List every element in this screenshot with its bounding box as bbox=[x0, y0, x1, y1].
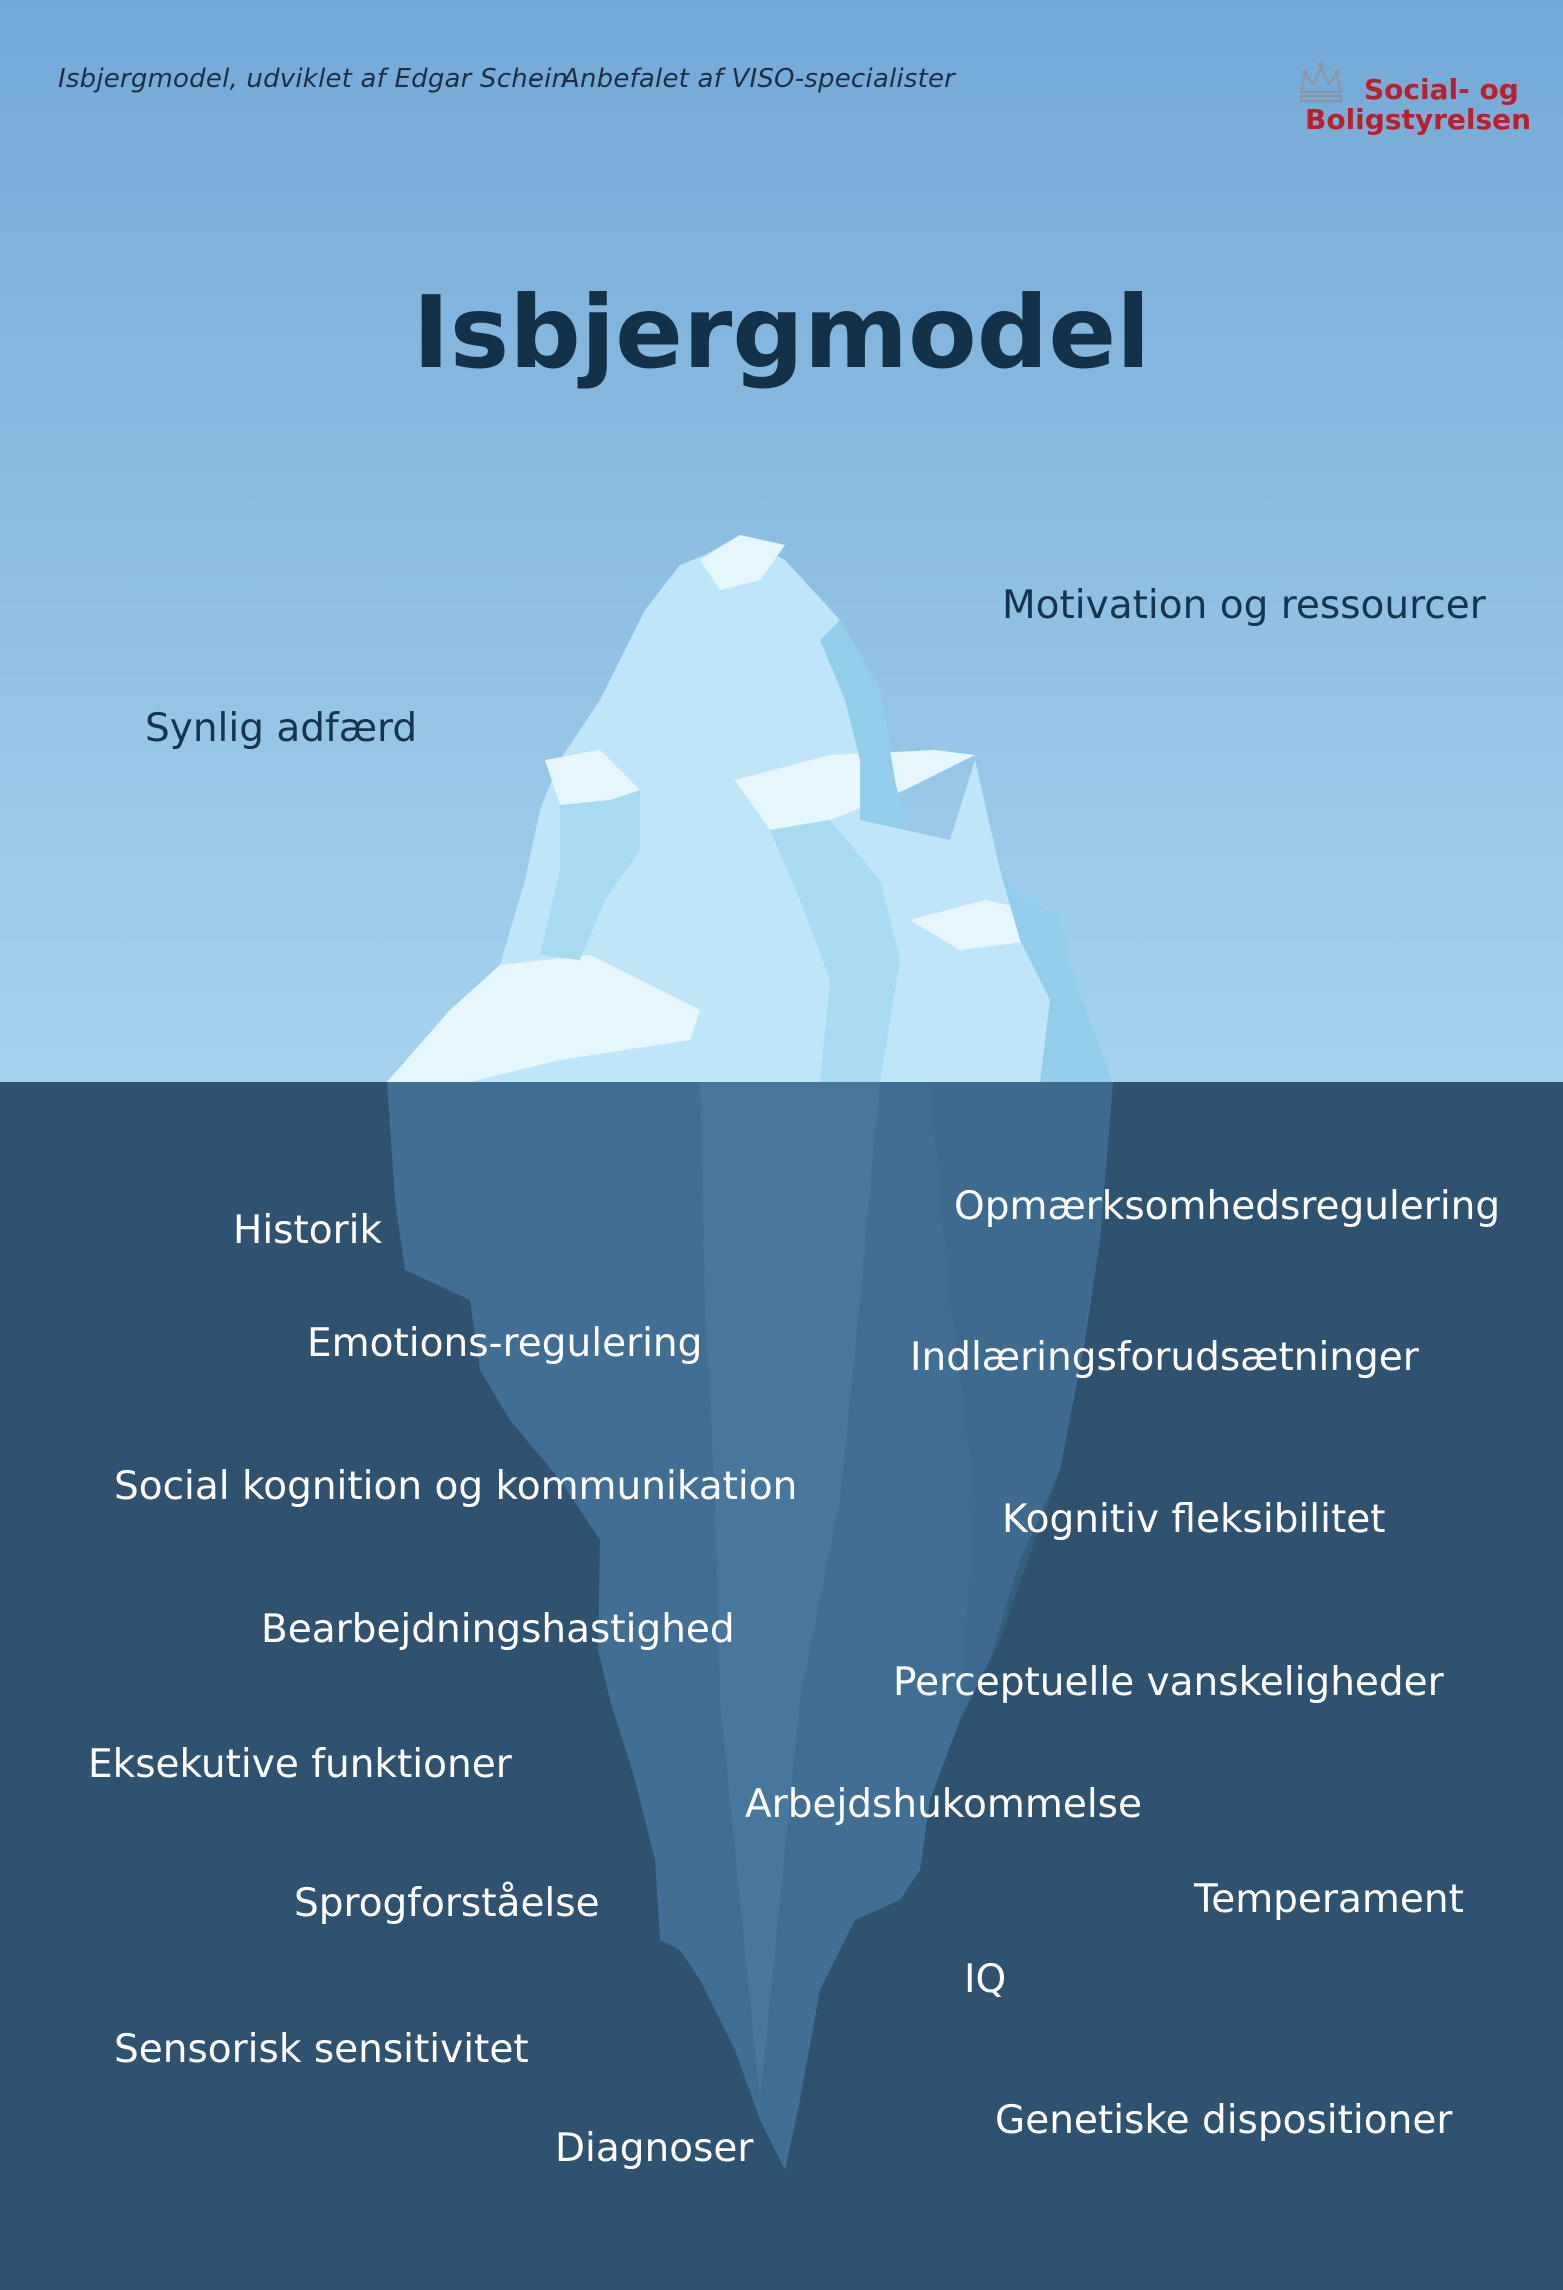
label-perceptuelle-vanskeligheder: Perceptuelle vanskeligheder bbox=[893, 1660, 1444, 1705]
label-temperament: Temperament bbox=[1194, 1877, 1464, 1922]
label-historik: Historik bbox=[233, 1208, 383, 1253]
label-arbejdshukommelse: Arbejdshukommelse bbox=[745, 1782, 1142, 1827]
label-kognitiv-fleksibilitet: Kognitiv fleksibilitet bbox=[1002, 1497, 1386, 1542]
iceberg-underwater-facet-2 bbox=[930, 1082, 1113, 1720]
iceberg-highlight-peak bbox=[700, 535, 785, 590]
iceberg-shadow-center bbox=[770, 820, 900, 1082]
label-sprogforstaaelse: Sprogforståelse bbox=[294, 1881, 600, 1926]
agency-logo: Social- og Boligstyrelsen bbox=[1296, 58, 1532, 140]
iceberg-shadow-left bbox=[540, 790, 640, 960]
label-motivation: Motivation og ressourcer bbox=[1002, 583, 1486, 628]
iceberg-shadow-right bbox=[820, 620, 905, 830]
header-separator: – bbox=[528, 64, 542, 94]
label-iq: IQ bbox=[964, 1957, 1007, 2002]
crown-icon bbox=[1299, 62, 1343, 103]
iceberg-highlight-shelf bbox=[735, 750, 975, 830]
label-eksekutive-funktioner: Eksekutive funktioner bbox=[88, 1742, 512, 1787]
header-recommendation: Anbefalet af VISO-specialister bbox=[562, 64, 956, 94]
iceberg-highlight-left bbox=[387, 955, 700, 1082]
label-sensorisk-sensitivitet: Sensorisk sensitivitet bbox=[114, 2027, 529, 2072]
iceberg-shadow-lower-right bbox=[1000, 870, 1113, 1082]
label-emotions-regulering: Emotions-regulering bbox=[307, 1321, 703, 1366]
logo-text-line2: Boligstyrelsen bbox=[1305, 103, 1532, 136]
iceberg-underwater-facet bbox=[700, 1082, 880, 2100]
page-title: Isbjergmodel bbox=[412, 274, 1151, 391]
iceberg-highlight-mid bbox=[545, 750, 640, 805]
label-indlaeringsforudsaetninger: Indlæringsforudsætninger bbox=[910, 1335, 1419, 1380]
logo-text-line1: Social- og bbox=[1364, 73, 1519, 106]
label-genetiske-dispositioner: Genetiske dispositioner bbox=[995, 2098, 1453, 2143]
header-attribution: Isbjergmodel, udviklet af Edgar Schein bbox=[58, 64, 569, 94]
label-opmaerksomhedsregulering: Opmærksomhedsregulering bbox=[954, 1184, 1501, 1229]
label-bearbejdningshastighed: Bearbejdningshastighed bbox=[261, 1607, 735, 1652]
label-synlig-adfaerd: Synlig adfærd bbox=[145, 706, 418, 751]
label-diagnoser: Diagnoser bbox=[555, 2126, 754, 2171]
label-social-kognition: Social kognition og kommunikation bbox=[114, 1464, 798, 1509]
